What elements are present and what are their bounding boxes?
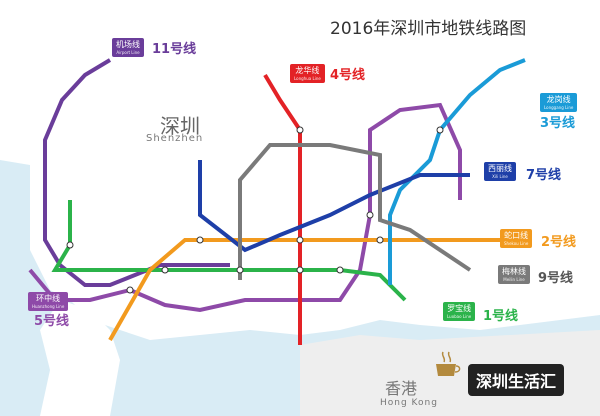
line1-label: 1号线	[483, 309, 519, 324]
line2-badge-en: Shekou Line	[504, 241, 529, 246]
line5-track	[28, 102, 462, 313]
line9-badge-text: 梅林线	[502, 267, 526, 276]
line9-badge-en: Meilin Line	[503, 277, 525, 282]
line9-label: 9号线	[538, 271, 574, 286]
line5-label: 5号线	[34, 314, 70, 329]
line2-label: 2号线	[541, 235, 577, 250]
line9-track	[238, 143, 472, 280]
line4-label: 4号线	[330, 68, 366, 83]
line5-badge-en: Huanzhong Line	[32, 304, 65, 309]
line1-badge-text: 罗宝线	[447, 304, 472, 313]
line3-badge-text: 龙岗线	[546, 95, 571, 104]
line5-badge-text: 环中线	[36, 294, 61, 303]
hongkong-name-en: Hong Kong	[380, 398, 438, 408]
city-name-en: Shenzhen	[146, 133, 204, 144]
line1-track	[51, 200, 407, 302]
line7-label: 7号线	[526, 168, 562, 183]
line4-badge-en: Longhua Line	[294, 76, 321, 81]
line11-badge-en: Airport Line	[116, 50, 140, 55]
line11-label: 11号线	[152, 42, 197, 57]
line7-badge-text: 西丽线	[488, 164, 512, 173]
line2-badge-text: 蛇口线	[504, 231, 529, 240]
line3-label: 3号线	[540, 116, 576, 131]
line7-badge-en: Xili Line	[492, 174, 508, 179]
hongkong-name: 香港	[385, 379, 418, 398]
station-dots	[66, 126, 444, 294]
line2-track	[108, 238, 510, 341]
shekou-peninsula	[40, 300, 120, 416]
line4-track	[263, 73, 302, 345]
line3-badge-en: Longgang Line	[544, 105, 574, 110]
line3-track	[388, 58, 526, 285]
line4-badge-text: 龙华线	[295, 66, 320, 75]
brand-logo: 深圳生活汇	[468, 364, 565, 396]
city-name: 深圳	[160, 114, 200, 138]
line1-badge-en: Luobao Line	[447, 314, 472, 319]
line11-badge-text: 机场线	[116, 40, 140, 49]
line7-track	[198, 160, 470, 253]
coffee-cup-icon	[436, 351, 461, 376]
map-title: 2016年深圳市地铁线路图	[330, 19, 527, 39]
line11-track	[43, 58, 230, 287]
